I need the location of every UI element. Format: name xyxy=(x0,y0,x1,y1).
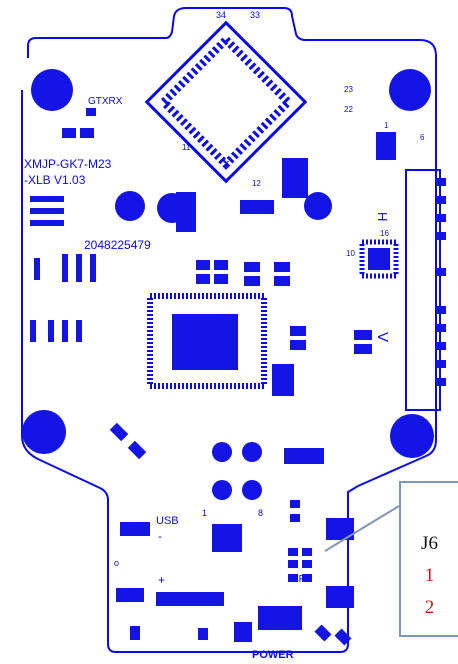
label-11: 11 xyxy=(182,143,191,152)
label-33: 33 xyxy=(250,10,260,20)
gtxrx-label: GTXRX xyxy=(88,96,123,107)
label-23: 23 xyxy=(344,85,353,94)
mount-hole-br xyxy=(390,414,434,458)
label-plus: + xyxy=(158,573,165,587)
label-1-top: 1 xyxy=(384,121,389,130)
mount-hole-tr xyxy=(389,69,431,111)
mount-hole-bl xyxy=(22,410,66,454)
label-o: o xyxy=(114,558,119,568)
label-12: 12 xyxy=(252,179,261,188)
board-name-line2: -XLB V1.03 xyxy=(24,173,86,187)
label-10: 10 xyxy=(346,249,355,258)
small-components xyxy=(30,108,396,646)
label-1-bottom: 1 xyxy=(202,508,207,518)
qfn-chip-right xyxy=(359,239,399,279)
label-16: 16 xyxy=(380,229,389,238)
label-8: 8 xyxy=(258,508,263,518)
fpc-connector-right xyxy=(405,169,446,411)
label-h: H xyxy=(375,212,390,221)
j6-callout: J6 1 2 xyxy=(399,481,458,637)
qfp-chip-top xyxy=(144,20,308,184)
hole-mid-r xyxy=(304,192,332,220)
label-minus: - xyxy=(158,529,162,543)
pin-2-label: 2 xyxy=(424,597,435,618)
board-outline xyxy=(21,7,437,653)
label-34: 34 xyxy=(216,10,226,20)
silkscreen-text: 34 33 23 22 12 11 GTXRX XMJP-GK7-M23 -XL… xyxy=(24,10,425,661)
power-label: POWER xyxy=(252,649,294,661)
spk-label: SPK xyxy=(292,574,312,585)
label-22: 22 xyxy=(344,105,353,114)
mount-hole-tl xyxy=(31,69,73,111)
callout-leader xyxy=(324,505,400,552)
serial-number: 2048225479 xyxy=(84,238,151,252)
label-6: 6 xyxy=(420,133,425,142)
pin-1-label: 1 xyxy=(424,565,435,586)
hole-mid-l1 xyxy=(115,191,145,221)
board-name-line1: XMJP-GK7-M23 xyxy=(24,157,112,171)
label-v: V xyxy=(374,332,391,342)
j6-label: J6 xyxy=(421,533,438,554)
usb-label: USB xyxy=(156,515,179,527)
qfp-chip-center xyxy=(147,293,267,389)
